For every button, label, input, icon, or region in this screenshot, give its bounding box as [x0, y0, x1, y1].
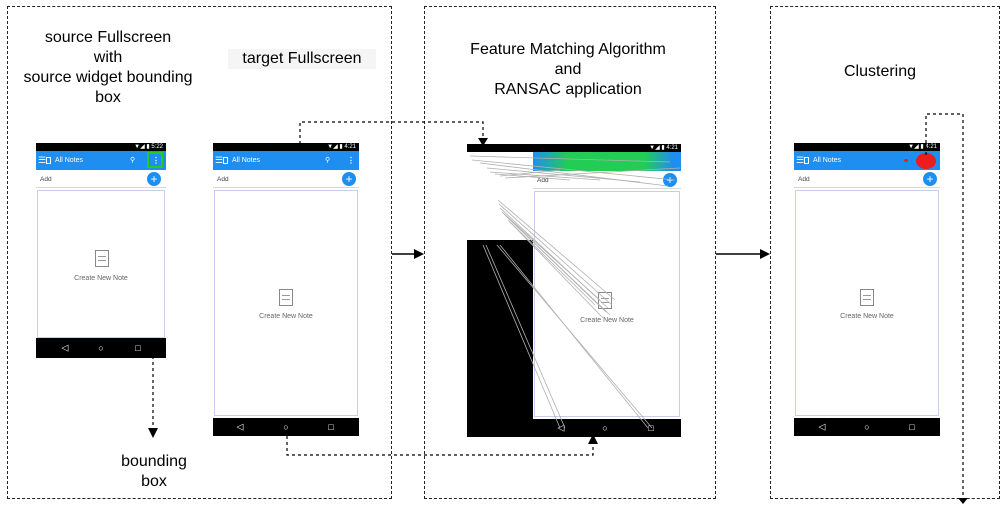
note-icon — [860, 289, 874, 306]
note-area: Create New Note — [534, 191, 680, 417]
add-placeholder: Add — [537, 177, 549, 184]
document-icon — [223, 157, 228, 164]
status-bar: ▼◢ ▮ 4:21 — [213, 143, 359, 151]
matched-region-highlight — [533, 152, 673, 171]
add-placeholder: Add — [798, 176, 810, 183]
recent-apps-icon: □ — [135, 343, 141, 353]
match-line — [471, 159, 676, 181]
recent-apps-icon: □ — [909, 422, 915, 432]
home-icon: ○ — [864, 422, 870, 432]
create-new-note-label: Create New Note — [74, 275, 128, 282]
app-bar: ☰ All Notes ⚲ ⋮ — [36, 151, 166, 170]
back-icon: ◁ — [557, 422, 565, 433]
app-title: All Notes — [813, 157, 842, 164]
recent-apps-icon: □ — [648, 423, 654, 433]
add-row: Add + — [36, 171, 166, 188]
source-thumbnail-region — [467, 144, 533, 240]
note-area: Create New Note — [214, 190, 358, 416]
match-line — [482, 244, 561, 429]
clustering-phone-screenshot: ▼◢ ▮ 4:21 ☰ All Notes Add + Create New N… — [794, 143, 940, 436]
overflow-menu-icon: ⋮ — [152, 156, 160, 165]
document-icon — [804, 157, 809, 164]
cluster-bounding-box-arrowhead — [958, 498, 968, 504]
home-icon: ○ — [283, 422, 289, 432]
back-icon: ◁ — [61, 342, 69, 353]
app-title: All Notes — [232, 157, 261, 164]
create-new-note-label: Create New Note — [580, 317, 634, 324]
add-row: Add + — [533, 172, 681, 189]
target-to-matching-connector — [286, 430, 594, 456]
match-line — [509, 221, 604, 319]
target-caption: target Fullscreen — [228, 49, 376, 69]
back-icon: ◁ — [818, 421, 826, 432]
target-phone-screenshot: ▼◢ ▮ 4:21 ☰ All Notes ⚲ ⋮ Add + Create N… — [213, 143, 359, 436]
note-area: Create New Note — [795, 190, 939, 416]
matching-caption: Feature Matching Algorithm and RANSAC ap… — [470, 41, 666, 98]
menu-icon: ☰ — [38, 155, 47, 165]
app-bar: ☰ All Notes ⚲ ⋮ — [213, 151, 359, 170]
app-bar — [533, 152, 681, 171]
app-title: All Notes — [55, 157, 84, 164]
match-line — [504, 167, 681, 179]
document-icon — [46, 157, 51, 164]
target-to-matching-arrowhead — [588, 434, 598, 444]
match-line — [485, 244, 566, 429]
app-bar: ☰ All Notes — [794, 151, 940, 170]
matching-composite-screenshot: ▼◢ ▮ 4:21 Add + Create New Note ◁ ○ □ — [467, 144, 681, 437]
source-panel — [7, 6, 392, 499]
match-line — [501, 211, 601, 301]
source-to-matching-arrowhead — [478, 138, 488, 146]
match-line — [505, 215, 611, 316]
source-to-matching-connector — [299, 121, 484, 150]
create-new-note-label: Create New Note — [840, 313, 894, 320]
nav-bar: ◁ ○ □ — [794, 418, 940, 436]
status-bar: ▼◢ ▮ 5:22 — [36, 143, 166, 151]
nav-bar: ◁ ○ □ — [213, 418, 359, 436]
search-icon: ⚲ — [325, 157, 331, 164]
clustering-caption: Clustering — [843, 63, 917, 80]
create-new-note-label: Create New Note — [259, 313, 313, 320]
note-icon — [279, 289, 293, 306]
cluster-marker — [916, 153, 936, 169]
add-placeholder: Add — [40, 176, 52, 183]
home-icon: ○ — [602, 423, 608, 433]
source-widget-bounding-box — [147, 152, 163, 168]
search-icon: ⚲ — [130, 157, 136, 164]
home-icon: ○ — [98, 343, 104, 353]
note-area: Create New Note — [37, 190, 165, 338]
add-button: + — [923, 172, 937, 186]
add-placeholder: Add — [217, 176, 229, 183]
source-caption: source Fullscreen with source widget bou… — [23, 29, 193, 106]
add-button: + — [663, 173, 677, 187]
add-button: + — [147, 172, 161, 186]
match-line — [499, 244, 649, 429]
clustering-panel — [770, 6, 1000, 499]
add-button: + — [342, 172, 356, 186]
add-row: Add + — [213, 171, 359, 188]
status-bar: ▼◢ ▮ 4:21 — [467, 144, 681, 152]
bounding-box-caption: bounding box — [121, 453, 187, 490]
match-line — [469, 155, 671, 163]
match-line — [499, 169, 561, 177]
match-line — [507, 219, 596, 306]
menu-icon: ☰ — [215, 155, 224, 165]
cluster-bounding-box-connector — [925, 113, 964, 500]
overflow-menu-icon: ⋮ — [347, 156, 355, 165]
cluster-outlier-marker — [904, 159, 908, 162]
feature-match-lines — [469, 155, 681, 429]
match-line — [479, 162, 669, 187]
status-bar: ▼◢ ▮ 4:21 — [794, 143, 940, 151]
menu-icon: ☰ — [796, 155, 805, 165]
source-phone-screenshot: ▼◢ ▮ 5:22 ☰ All Notes ⚲ ⋮ Add + Create N… — [36, 143, 166, 358]
note-icon — [95, 250, 109, 267]
back-icon: ◁ — [236, 421, 244, 432]
bounding-box-arrowhead — [148, 428, 158, 438]
match-line — [498, 203, 613, 306]
add-row: Add + — [794, 171, 940, 188]
nav-bar: ◁ ○ □ — [36, 338, 166, 358]
match-line — [497, 199, 616, 301]
recent-apps-icon: □ — [328, 422, 334, 432]
matching-panel — [424, 6, 716, 499]
